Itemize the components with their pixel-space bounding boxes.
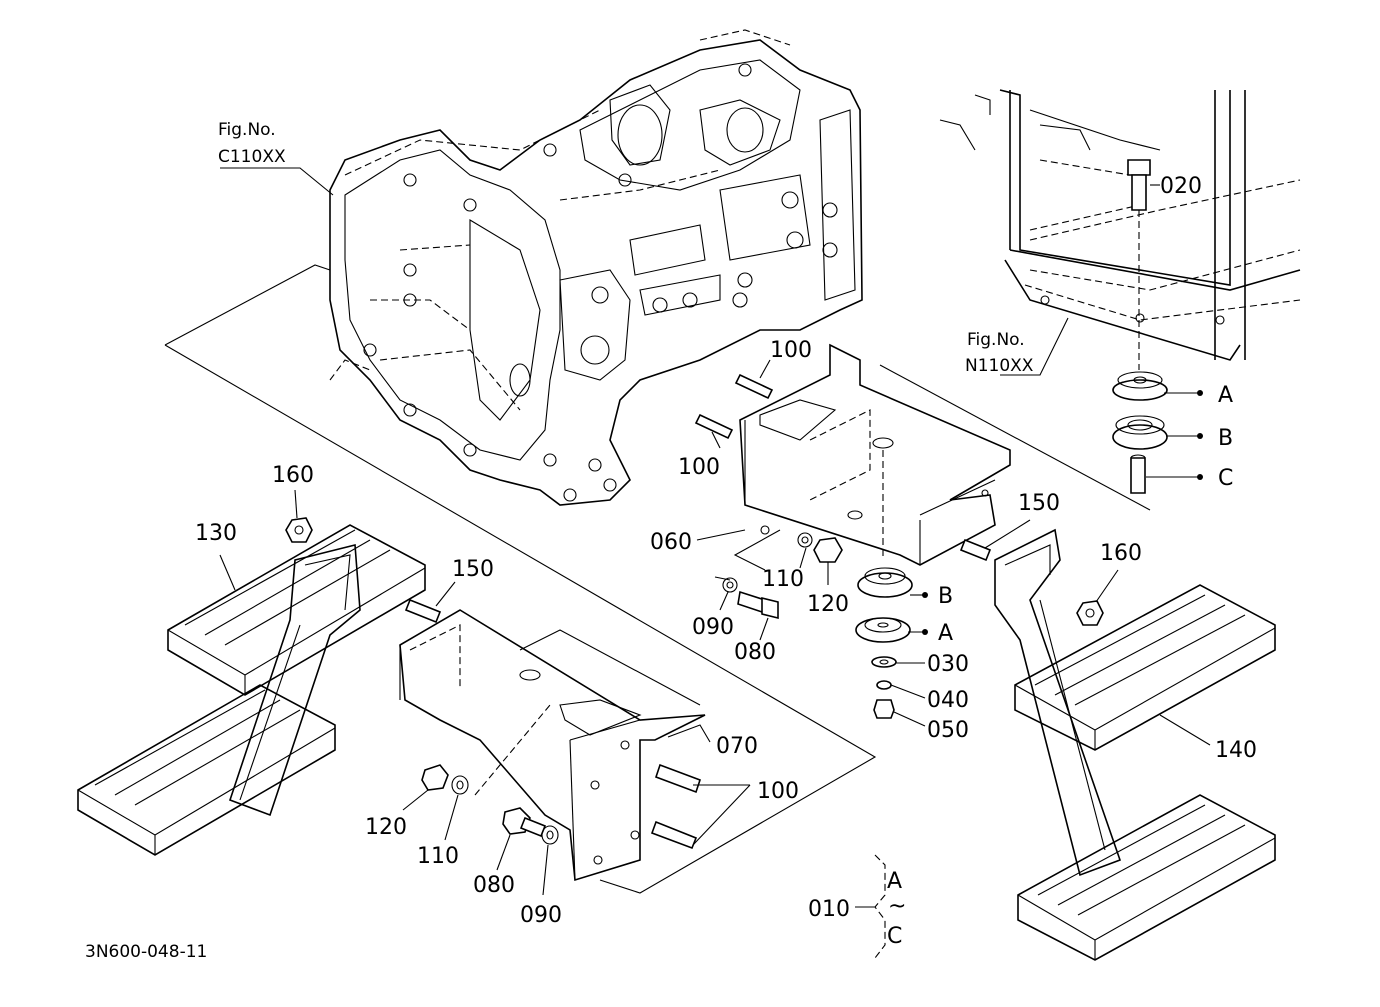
callout-070: 070 [716, 734, 758, 759]
callout-080-a: 080 [734, 640, 776, 665]
callout-100-a: 100 [770, 338, 812, 363]
drawing-code: 3N600-048-11 [85, 942, 207, 962]
callout-040: 040 [927, 688, 969, 713]
leader-lines [219, 167, 1211, 959]
figure-ref-c110xx[interactable]: Fig.No. C110XX [218, 120, 286, 167]
cab-frame [939, 89, 1301, 361]
mark-b-upper: B [1218, 426, 1233, 451]
fig-ref-c110xx-line2: C110XX [218, 147, 286, 167]
callout-010: 010 [808, 897, 850, 922]
stud-150-right [959, 538, 992, 562]
washer-030 [871, 656, 897, 668]
mark-b-lower: B [938, 584, 953, 609]
fig-ref-c110xx-line1: Fig.No. [218, 120, 276, 140]
callout-100-b: 100 [678, 455, 720, 480]
callout-140: 140 [1215, 738, 1257, 763]
callout-060: 060 [650, 530, 692, 555]
mount-rubber-b-lower [857, 567, 913, 598]
nut-160-left [285, 517, 313, 543]
bracket-060 [739, 343, 1011, 566]
lock-washer-040 [876, 680, 892, 690]
callout-100-c: 100 [757, 779, 799, 804]
mount-plane-outline [164, 264, 331, 346]
mount-rubber-b-upper [1112, 415, 1168, 450]
figure-ref-n110xx[interactable]: Fig.No. N110XX [965, 330, 1034, 376]
set-range-end: C [887, 924, 902, 949]
bolt-080-lower [502, 807, 559, 845]
mount-rubber-a-lower [855, 617, 911, 643]
callout-120-a: 120 [807, 592, 849, 617]
callout-020: 020 [1160, 174, 1202, 199]
bolt-020 [1127, 159, 1151, 370]
callout-090-a: 090 [692, 615, 734, 640]
callout-110-a: 110 [762, 567, 804, 592]
collar-c [1130, 454, 1146, 494]
callout-090-b: 090 [520, 903, 562, 928]
mount-rubber-a-upper [1112, 371, 1168, 401]
mark-c-upper: C [1218, 466, 1233, 491]
set-range-start: A [887, 869, 902, 894]
callout-160-a: 160 [272, 463, 314, 488]
nut-120-upper [797, 532, 843, 563]
callout-050: 050 [927, 718, 969, 743]
set-range-tilde: ~ [888, 894, 906, 919]
callout-030: 030 [927, 652, 969, 677]
mark-a-lower: A [938, 621, 953, 646]
callout-110-b: 110 [417, 844, 459, 869]
nut-120-lower [421, 764, 469, 795]
fig-ref-n110xx-line2: N110XX [965, 356, 1034, 376]
callout-120-b: 120 [365, 815, 407, 840]
stud-150-left [404, 598, 442, 624]
callout-150-b: 150 [1018, 491, 1060, 516]
callout-130: 130 [195, 521, 237, 546]
callout-160-b: 160 [1100, 541, 1142, 566]
transmission-case [329, 29, 863, 506]
stud-100-upper [694, 373, 774, 440]
nut-050 [873, 699, 895, 719]
fig-ref-n110xx-line1: Fig.No. [967, 330, 1025, 350]
step-130 [77, 524, 426, 856]
mark-a-upper: A [1218, 383, 1233, 408]
nut-160-right [1076, 600, 1104, 626]
bracket-070 [399, 609, 706, 882]
stud-100-lower [650, 763, 702, 850]
step-140 [994, 528, 1276, 961]
bolt-080-upper [722, 577, 779, 620]
callout-150-a: 150 [452, 557, 494, 582]
callout-080-b: 080 [473, 873, 515, 898]
